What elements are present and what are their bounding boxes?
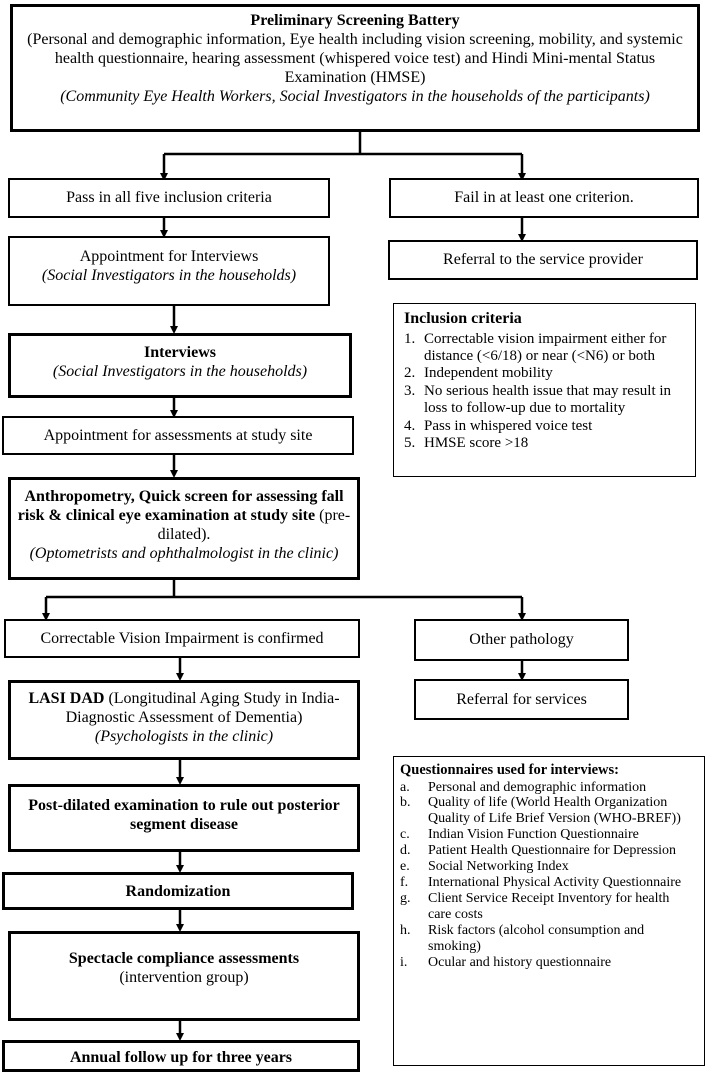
lasi-performers: (Psychologists in the clinic) [94,727,274,745]
inclusion-item-text: Independent mobility [424,365,553,382]
appointment-interviews-box: Appointment for Interviews (Social Inves… [8,236,330,306]
randomization-box: Randomization [2,872,354,910]
questionnaires-panel: Questionnaires used for interviews: a. Pe… [393,756,705,1066]
inclusion-item-text: Correctable vision impairment either for… [424,330,667,364]
questionnaire-item-letter: c. [400,827,410,843]
inclusion-item: 5. HMSE score >18 [404,435,685,452]
questionnaire-item-text: International Physical Activity Question… [428,875,682,891]
post-dilated-label: Post-dilated examination to rule out pos… [28,797,340,833]
lasi-details: (Longitudinal Aging Study in India-Diagn… [65,690,340,726]
questionnaire-item: g. Client Service Receipt Inventory for h… [400,891,696,923]
questionnaires-list: a. Personal and demographic information b… [400,780,696,971]
inclusion-item: 2. Independent mobility [404,365,685,382]
lasi-title: LASI DAD [28,690,105,707]
inclusion-item-text: No serious health issue that may result … [424,382,672,417]
questionnaire-item-letter: d. [400,843,411,859]
inclusion-item: 4. Pass in whispered voice test [404,418,685,435]
inclusion-item-number: 3. [404,382,416,399]
anthropometry-box: Anthropometry, Quick screen for assessin… [8,477,360,580]
cvi-confirmed-box: Correctable Vision Impairment is confirm… [4,619,360,658]
spectacle-title: Spectacle compliance assessments [68,950,300,967]
cvi-confirmed-label: Correctable Vision Impairment is confirm… [40,630,324,647]
screening-title: Preliminary Screening Battery [250,12,460,29]
questionnaire-item-text: Personal and demographic information [428,779,647,795]
questionnaire-item-text: Ocular and history questionnaire [428,955,612,970]
questionnaire-item: i. Ocular and history questionnaire [400,955,696,971]
inclusion-criteria-title: Inclusion criteria [404,310,522,327]
questionnaire-item: c. Indian Vision Function Questionnaire [400,827,696,843]
inclusion-item-number: 5. [404,434,416,451]
appointment-interviews-title: Appointment for Interviews [79,248,259,265]
fail-box: Fail in at least one criterion. [389,178,699,218]
questionnaire-item-letter: i. [400,955,408,970]
questionnaire-item-letter: b. [400,795,411,811]
other-pathology-box: Other pathology [414,619,629,661]
questionnaire-item-letter: e. [400,859,410,875]
questionnaire-item: a. Personal and demographic information [400,780,696,796]
anthropometry-suffix: (pre-dilated). [157,506,351,543]
pass-box: Pass in all five inclusion criteria [8,178,330,218]
randomization-label: Randomization [125,883,231,900]
inclusion-item-number: 4. [404,417,416,434]
pass-label: Pass in all five inclusion criteria [66,189,272,206]
questionnaires-title: Questionnaires used for interviews: [400,762,619,778]
anthropometry-text: Anthropometry, Quick screen for assessin… [17,488,351,545]
inclusion-item: 1. Correctable vision impairment either f… [404,331,685,366]
other-pathology-label: Other pathology [469,631,574,648]
referral-provider-box: Referral to the service provider [388,240,698,280]
inclusion-item-number: 1. [404,330,416,347]
appointment-assessments-label: Appointment for assessments at study sit… [43,427,313,444]
anthropometry-title: Anthropometry, Quick screen for assessin… [17,488,344,524]
referral-services-label: Referral for services [456,691,587,708]
appointment-interviews-performers: (Social Investigators in the households) [41,266,297,284]
spectacle-box: Spectacle compliance assessments (interv… [8,931,360,1021]
screening-details: (Personal and demographic information, E… [27,30,683,86]
inclusion-criteria-panel: Inclusion criteria 1. Correctable vision … [393,303,696,477]
fail-label: Fail in at least one criterion. [454,189,634,206]
inclusion-item: 3. No serious health issue that may resul… [404,383,685,418]
questionnaire-item-text: Social Networking Index [428,859,569,875]
questionnaire-item: b. Quality of life (World Health Organiza… [400,795,696,827]
questionnaire-item-text: Indian Vision Function Questionnaire [428,827,639,843]
questionnaire-item-letter: g. [400,891,411,907]
inclusion-item-text: Pass in whispered voice test [424,417,593,434]
referral-provider-label: Referral to the service provider [443,251,643,268]
interviews-performers: (Social Investigators in the households) [52,362,308,380]
questionnaire-item: e. Social Networking Index [400,859,696,875]
annual-label: Annual follow up for three years [69,1049,293,1066]
questionnaire-item-letter: f. [400,875,409,891]
questionnaire-item-text: Client Service Receipt Inventory for hea… [428,891,670,923]
lasi-box: LASI DAD (Longitudinal Aging Study in In… [8,680,360,760]
questionnaire-item: f. International Physical Activity Questi… [400,875,696,891]
questionnaire-item-letter: a. [400,779,410,795]
appointment-assessments-box: Appointment for assessments at study sit… [2,416,354,455]
anthropometry-performers: (Optometrists and ophthalmologist in the… [29,544,339,562]
post-dilated-box: Post-dilated examination to rule out pos… [8,784,360,852]
screening-box: Preliminary Screening Battery (Personal … [10,4,700,132]
spectacle-subtitle: (intervention group) [119,968,249,986]
questionnaire-item-text: Risk factors (alcohol consumption and sm… [428,923,645,955]
interviews-title: Interviews [144,344,216,361]
screening-performers: (Community Eye Health Workers, Social In… [60,87,650,105]
inclusion-item-number: 2. [404,365,416,382]
questionnaire-item: h. Risk factors (alcohol consumption and … [400,923,696,955]
questionnaire-item: d. Patient Health Questionnaire for Depre… [400,843,696,859]
referral-services-box: Referral for services [414,679,629,720]
inclusion-item-text: HMSE score >18 [424,434,529,451]
questionnaire-item-text: Patient Health Questionnaire for Depress… [428,843,677,859]
lasi-text: LASI DAD (Longitudinal Aging Study in In… [17,690,351,728]
inclusion-criteria-list: 1. Correctable vision impairment either f… [404,331,685,453]
annual-box: Annual follow up for three years [2,1040,360,1072]
questionnaire-item-text: Quality of life (World Health Organizati… [428,795,681,827]
questionnaire-item-letter: h. [400,923,411,939]
interviews-box: Interviews (Social Investigators in the … [8,333,352,398]
